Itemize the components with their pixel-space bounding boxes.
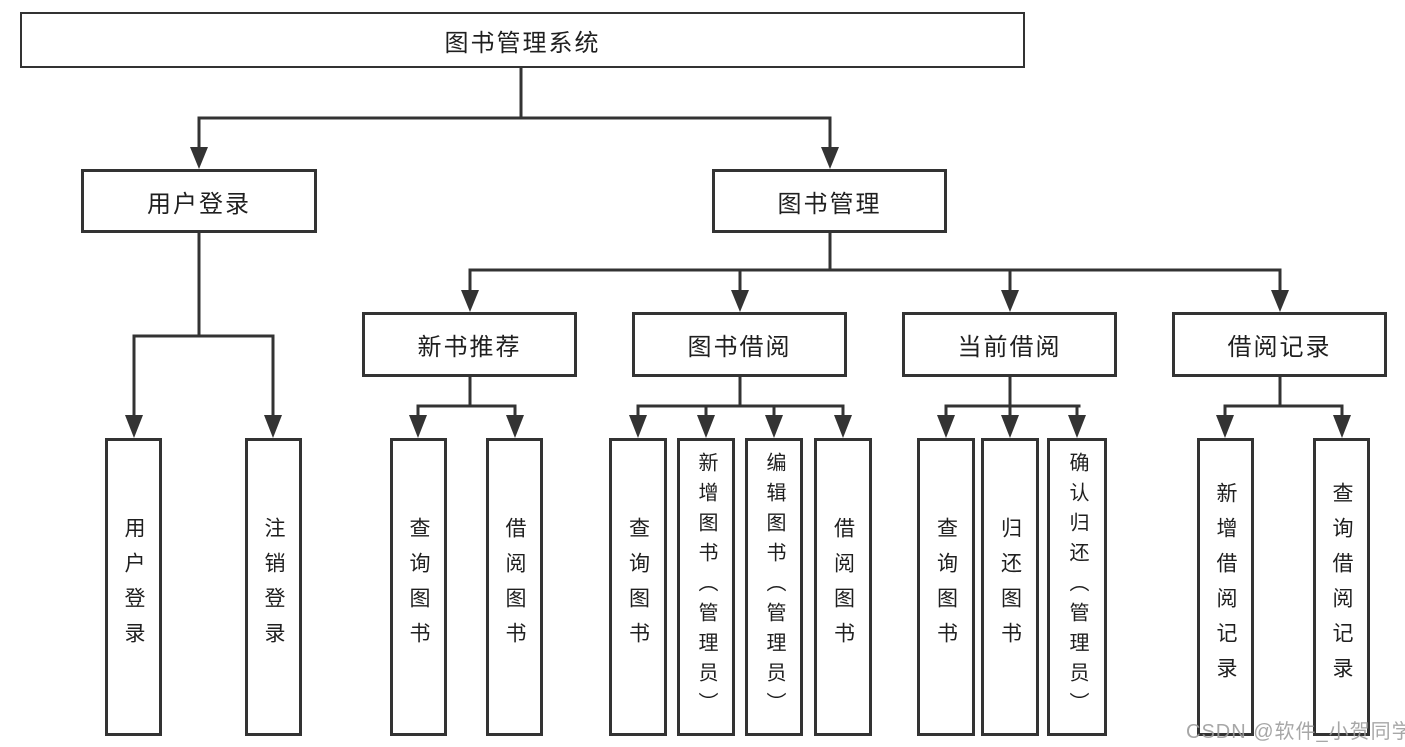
arrowhead-icon: [1271, 290, 1289, 312]
leaf-current-return: 归还图书: [981, 438, 1039, 736]
arrowhead-icon: [697, 415, 715, 438]
arrowhead-icon: [629, 415, 647, 438]
leaf-newbook-query-label: 查询图书: [407, 517, 430, 657]
arrowhead-icon: [506, 415, 524, 438]
leaf-current-query-label: 查询图书: [934, 517, 958, 657]
node-root-label: 图书管理系统: [444, 29, 601, 57]
leaf-current-confirm-label: 确认归还（管理员）: [1066, 452, 1088, 722]
leaf-logout: 注销登录: [245, 438, 302, 736]
connector-current-borrow-children: [937, 375, 1086, 438]
leaf-bookborrow-query: 查询图书: [609, 438, 667, 736]
leaf-bookborrow-add-label: 新增图书（管理员）: [695, 452, 717, 722]
arrowhead-icon: [1001, 415, 1019, 438]
node-current-borrow-label: 当前借阅: [957, 334, 1062, 361]
node-new-book-label: 新书推荐: [417, 334, 522, 361]
arrowhead-icon: [264, 415, 282, 438]
arrowhead-icon: [461, 290, 479, 312]
node-book-mgmt: 图书管理: [712, 169, 947, 233]
arrowhead-icon: [765, 415, 783, 438]
arrowhead-icon: [1216, 415, 1234, 438]
leaf-record-add: 新增借阅记录: [1197, 438, 1254, 736]
leaf-bookborrow-add: 新增图书（管理员）: [677, 438, 735, 736]
leaf-current-confirm: 确认归还（管理员）: [1047, 438, 1107, 736]
node-user-login-label: 用户登录: [147, 190, 251, 218]
node-book-borrow: 图书借阅: [632, 312, 847, 377]
arrowhead-icon: [834, 415, 852, 438]
leaf-bookborrow-borrow: 借阅图书: [814, 438, 872, 736]
node-borrow-record-label: 借阅记录: [1227, 334, 1332, 361]
node-book-borrow-label: 图书借阅: [687, 334, 792, 361]
leaf-bookborrow-edit: 编辑图书（管理员）: [745, 438, 803, 736]
leaf-record-add-label: 新增借阅记录: [1214, 482, 1237, 692]
leaf-record-query-label: 查询借阅记录: [1330, 482, 1353, 692]
arrowhead-icon: [1333, 415, 1351, 438]
node-user-login: 用户登录: [81, 169, 317, 233]
leaf-user-login: 用户登录: [105, 438, 162, 736]
leaf-record-query: 查询借阅记录: [1313, 438, 1370, 736]
leaf-current-return-label: 归还图书: [998, 517, 1022, 657]
leaf-logout-label: 注销登录: [262, 517, 285, 657]
leaf-newbook-query: 查询图书: [390, 438, 447, 736]
leaf-newbook-borrow: 借阅图书: [486, 438, 543, 736]
leaf-user-login-label: 用户登录: [122, 517, 145, 657]
leaf-newbook-borrow-label: 借阅图书: [503, 517, 526, 657]
arrowhead-icon: [1001, 290, 1019, 312]
watermark: CSDN @软件_小贺同学: [1186, 721, 1405, 743]
arrowhead-icon: [1068, 415, 1086, 438]
arrowhead-icon: [190, 147, 208, 169]
connector-book-mgmt-children: [461, 231, 1289, 312]
connector-new-book-children: [409, 375, 524, 438]
node-root: 图书管理系统: [20, 12, 1025, 68]
connector-root-to-level2: [190, 66, 839, 169]
arrowhead-icon: [821, 147, 839, 169]
arrowhead-icon: [731, 290, 749, 312]
connector-borrow-record-children: [1216, 375, 1351, 438]
leaf-current-query: 查询图书: [917, 438, 975, 736]
leaf-bookborrow-query-label: 查询图书: [626, 517, 650, 657]
connector-user-login-children: [125, 231, 282, 438]
arrowhead-icon: [937, 415, 955, 438]
node-book-mgmt-label: 图书管理: [777, 190, 882, 218]
node-current-borrow: 当前借阅: [902, 312, 1117, 377]
connector-book-borrow-children: [629, 375, 852, 438]
leaf-bookborrow-borrow-label: 借阅图书: [831, 517, 855, 657]
leaf-bookborrow-edit-label: 编辑图书（管理员）: [763, 452, 785, 722]
arrowhead-icon: [409, 415, 427, 438]
node-new-book: 新书推荐: [362, 312, 577, 377]
node-borrow-record: 借阅记录: [1172, 312, 1387, 377]
arrowhead-icon: [125, 415, 143, 438]
